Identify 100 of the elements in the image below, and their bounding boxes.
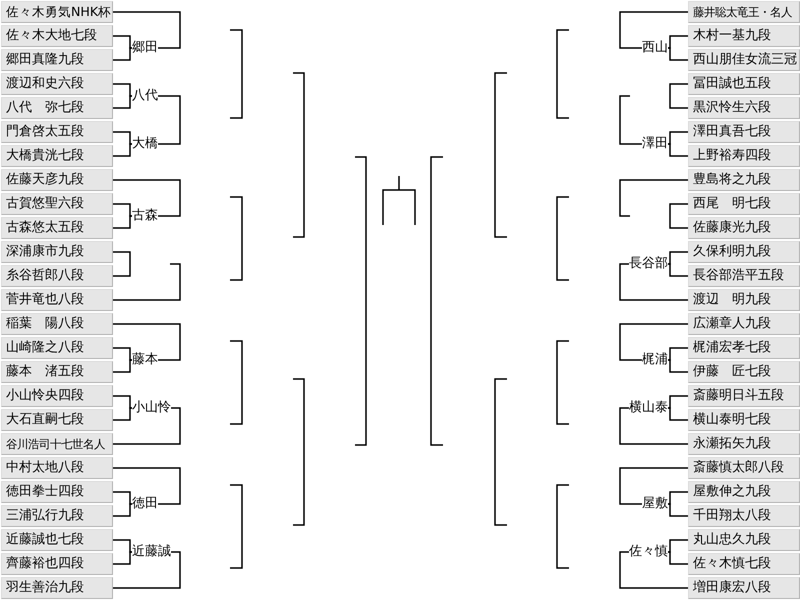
- player-card: 屋敷伸之九段: [688, 481, 800, 503]
- player-card: 広瀬章人九段: [688, 313, 800, 335]
- bracket-line: [113, 407, 181, 445]
- winner-label: 横山泰: [629, 400, 668, 416]
- bracket-line: [619, 407, 688, 445]
- player-card: 門倉啓太五段: [1, 121, 113, 143]
- player-card: 深浦康市九段: [1, 241, 113, 263]
- bracket-line: [113, 491, 132, 505]
- bracket-line: [113, 95, 132, 109]
- player-card: 長谷部浩平五段: [688, 265, 800, 287]
- player-card: 久保利明九段: [688, 241, 800, 263]
- player-card: 齊藤裕也四段: [1, 553, 113, 575]
- player-card: 豊島将之九段: [688, 169, 800, 191]
- player-card: 渡辺 明九段: [688, 289, 800, 311]
- player-card: 増田康宏八段: [688, 577, 800, 599]
- bracket-line: [668, 347, 688, 361]
- bracket-line: [619, 263, 688, 301]
- player-card: 上野裕寿四段: [688, 145, 800, 167]
- bracket-line: [113, 347, 132, 361]
- bracket-line: [113, 503, 132, 517]
- player-card: 佐々木勇気NHK杯: [1, 1, 113, 23]
- bracket-line: [668, 131, 688, 145]
- bracket-line: [619, 11, 688, 49]
- bracket-line: [113, 35, 132, 49]
- bracket-line: [113, 143, 132, 157]
- player-card: 斎藤明日斗五段: [688, 385, 800, 407]
- player-card: 佐藤康光九段: [688, 217, 800, 239]
- player-card: 糸谷哲郎八段: [1, 265, 113, 287]
- player-card: 佐々木大地七段: [1, 25, 113, 47]
- winner-label: 西山: [642, 40, 668, 56]
- bracket-line: [619, 467, 688, 505]
- bracket-line: [113, 467, 181, 505]
- bracket-line: [669, 203, 688, 229]
- bracket-line: [113, 83, 132, 97]
- winner-label: 近藤誠: [132, 544, 171, 560]
- bracket-line: [619, 551, 688, 589]
- bracket-line: [113, 203, 132, 217]
- player-card: 小山怜央四段: [1, 385, 113, 407]
- winner-label: 藤本: [132, 352, 158, 368]
- bracket-line: [113, 551, 181, 589]
- player-card: 西山朋佳女流三冠: [688, 49, 800, 71]
- player-card: 伊藤 匠七段: [688, 361, 800, 383]
- bracket-line: [668, 263, 688, 277]
- player-card: 永瀬拓矢九段: [688, 433, 800, 455]
- bracket-line: [668, 395, 688, 409]
- winner-label: 郷田: [132, 40, 158, 56]
- winner-label: 徳田: [132, 496, 158, 512]
- player-card: 丸山忠久九段: [688, 529, 800, 551]
- bracket-line: [113, 179, 181, 217]
- winner-label: 屋敷: [642, 496, 668, 512]
- bracket-line: [113, 263, 181, 301]
- bracket-line: [113, 11, 181, 49]
- player-card: 羽生善治九段: [1, 577, 113, 599]
- player-card: 大石直嗣七段: [1, 409, 113, 431]
- bracket-line: [619, 179, 688, 217]
- player-card: 古賀悠聖六段: [1, 193, 113, 215]
- winner-label: 小山怜: [132, 400, 171, 416]
- player-card: 山崎隆之八段: [1, 337, 113, 359]
- player-card: 郷田真隆九段: [1, 49, 113, 71]
- bracket-line: [668, 35, 688, 49]
- winner-label: 古森: [132, 208, 158, 224]
- bracket-line: [668, 503, 688, 517]
- bracket-line: [113, 215, 132, 229]
- bracket-line: [668, 539, 688, 553]
- player-card: 木村一基九段: [688, 25, 800, 47]
- player-card: 三浦弘行九段: [1, 505, 113, 527]
- player-card: 梶浦宏孝七段: [688, 337, 800, 359]
- bracket-line: [668, 551, 688, 565]
- bracket-line: [113, 407, 132, 421]
- bracket-line: [113, 551, 132, 565]
- player-card: 千田翔太八段: [688, 505, 800, 527]
- bracket-line: [668, 251, 688, 265]
- bracket-line: [668, 47, 688, 61]
- player-card: 澤田真吾七段: [688, 121, 800, 143]
- player-card: 大橋貴洸七段: [1, 145, 113, 167]
- player-card: 近藤誠也七段: [1, 529, 113, 551]
- bracket-line: [113, 323, 181, 361]
- player-card: 冨田誠也五段: [688, 73, 800, 95]
- bracket-line: [668, 407, 688, 421]
- player-card: 藤本 渚五段: [1, 361, 113, 383]
- player-card: 藤井聡太竜王・名人: [688, 1, 800, 23]
- player-card: 古森悠太五段: [1, 217, 113, 239]
- winner-label: 澤田: [642, 136, 668, 152]
- player-card: 徳田拳士四段: [1, 481, 113, 503]
- player-card: 斎藤慎太郎八段: [688, 457, 800, 479]
- bracket-line: [668, 359, 688, 373]
- bracket-line: [158, 95, 181, 145]
- bracket-line: [668, 143, 688, 157]
- player-card: 谷川浩司十七世名人: [1, 433, 113, 455]
- bracket-line: [113, 359, 132, 373]
- bracket-line: [619, 323, 688, 361]
- player-card: 佐藤天彦九段: [1, 169, 113, 191]
- player-card: 中村太地八段: [1, 457, 113, 479]
- player-card: 横山泰明七段: [688, 409, 800, 431]
- player-card: 黒沢怜生六段: [688, 97, 800, 119]
- winner-label: 佐々慎: [629, 544, 668, 560]
- bracket-line: [113, 395, 132, 409]
- bracket-line: [668, 491, 688, 505]
- winner-label: 大橋: [132, 136, 158, 152]
- bracket-line: [113, 131, 132, 145]
